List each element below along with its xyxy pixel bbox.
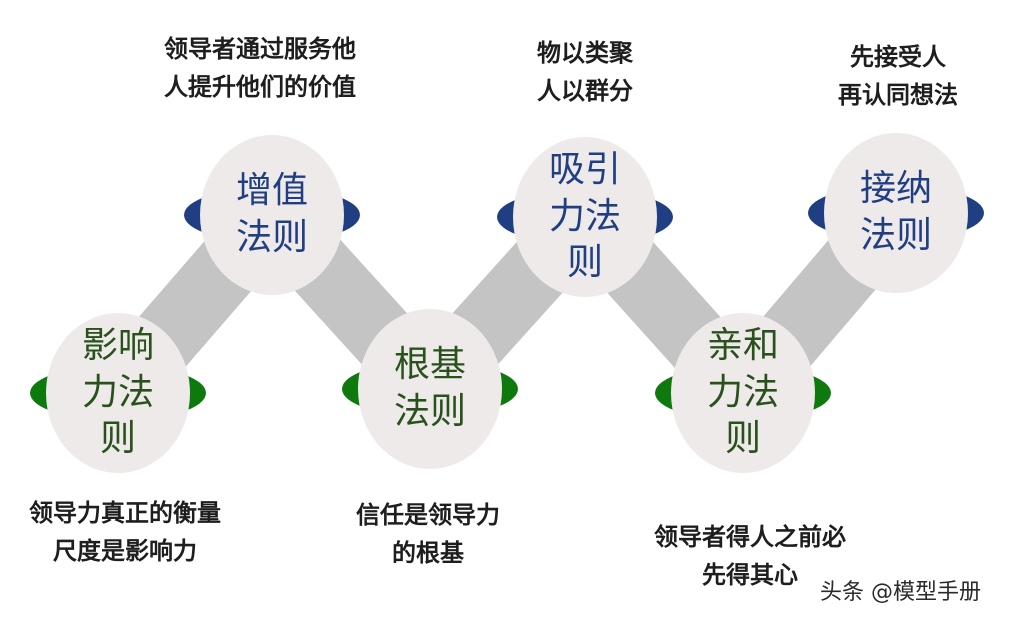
node-value-add-law: 增值 法则 — [235, 170, 308, 258]
node-foundation-law: 根基 法则 — [393, 344, 466, 432]
node-circle-1 — [46, 313, 190, 473]
desc-foundation-law: 信任是领导力 的根基 — [356, 501, 500, 568]
node-acceptance-law: 接纳 法则 — [859, 168, 932, 256]
node-circle-4 — [513, 137, 657, 297]
node-circle-3 — [358, 309, 502, 469]
watermark: 头条 @模型手册 — [820, 580, 981, 605]
node-circle-2 — [200, 135, 344, 295]
desc-value-add-law: 领导者通过服务他 人提升他们的价值 — [164, 35, 356, 102]
node-circle-6 — [824, 133, 968, 293]
node-influence-law: 影响 力法 则 — [81, 324, 154, 460]
node-circle-5 — [671, 313, 815, 473]
desc-acceptance-law: 先接受人 再认同想法 — [838, 43, 958, 110]
desc-influence-law: 领导力真正的衡量 尺度是影响力 — [29, 499, 221, 566]
node-attraction-law: 吸引 力法 则 — [548, 148, 621, 284]
desc-attraction-law: 物以类聚 人以群分 — [537, 39, 633, 106]
node-affinity-law: 亲和 力法 则 — [706, 324, 779, 460]
desc-affinity-law: 领导者得人之前必 先得其心 — [654, 523, 846, 590]
